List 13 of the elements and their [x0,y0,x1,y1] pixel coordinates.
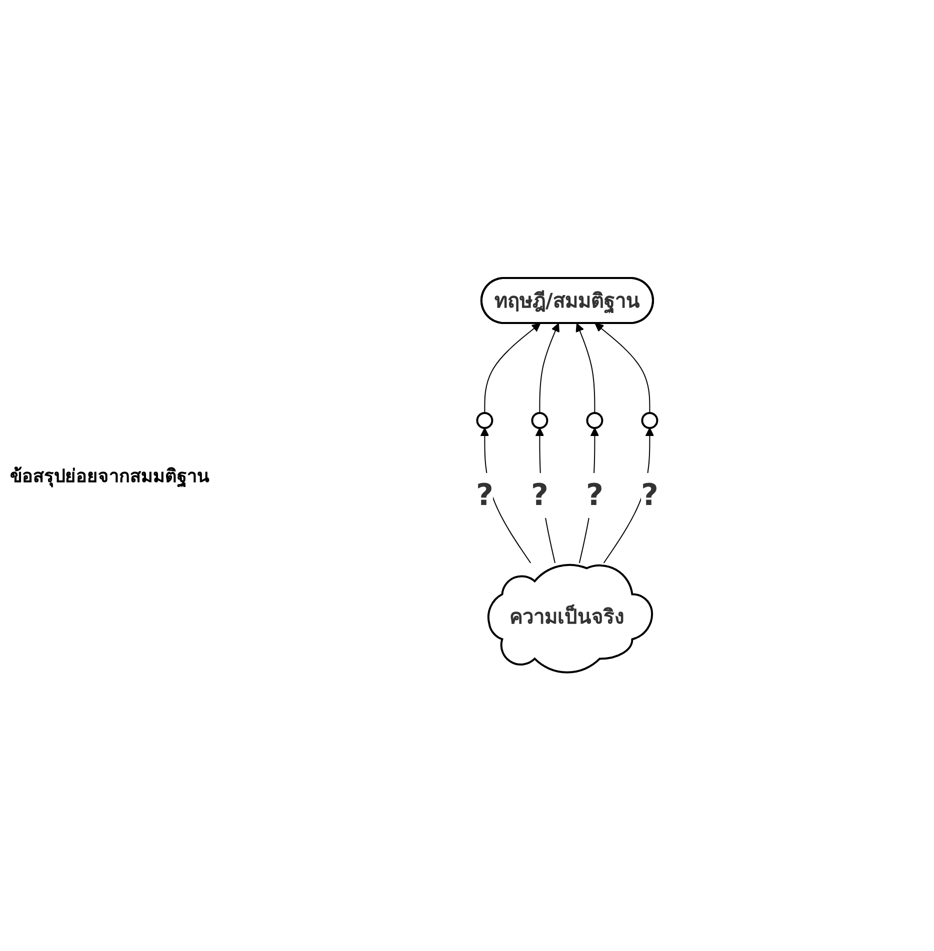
edge-label: ? [476,478,494,514]
node-circle [531,412,548,430]
arrow [539,323,560,414]
arrow [576,323,595,414]
arrow [484,323,540,414]
arrow [594,323,650,414]
side-note: ข้อสรุปย่อยจากสมมติฐาน [10,465,210,490]
edge-label: ? [640,478,658,514]
node-circle [641,412,658,430]
edge-label: ? [586,478,604,514]
node-circle [586,412,603,430]
node-circle [476,412,493,430]
edge-label: ? [530,478,548,514]
